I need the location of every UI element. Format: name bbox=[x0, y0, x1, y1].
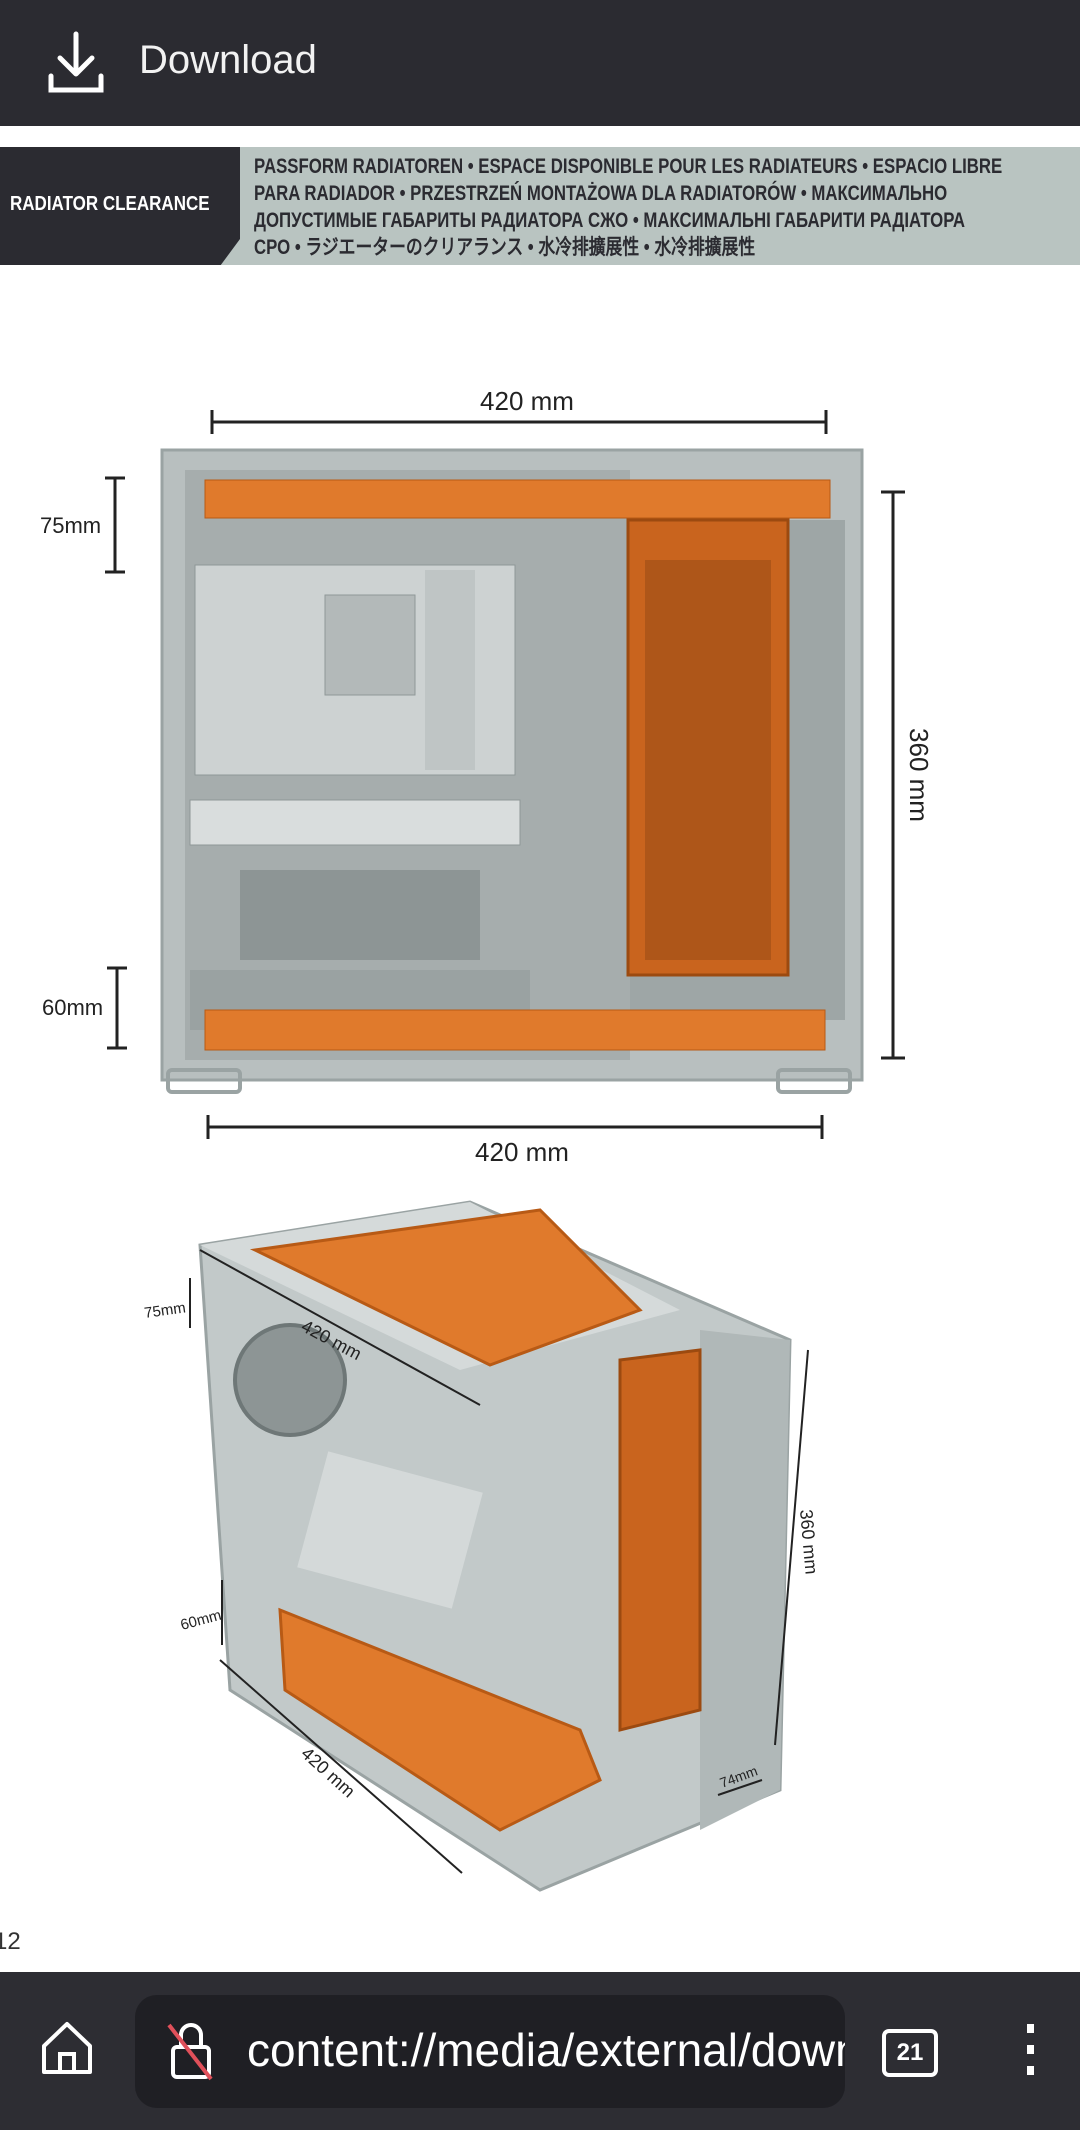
banner-label: RADIATOR CLEARANCE bbox=[10, 193, 210, 215]
home-icon[interactable] bbox=[38, 2020, 96, 2078]
page-title: Download bbox=[139, 38, 317, 82]
height-label: 360 mm bbox=[904, 728, 934, 822]
bottom-radiator bbox=[204, 1009, 826, 1051]
tab-switcher-button[interactable]: 21 bbox=[882, 2029, 938, 2077]
download-icon[interactable] bbox=[46, 30, 106, 96]
insecure-lock-icon bbox=[167, 2023, 213, 2081]
banner-line: PARA RADIADOR • PRZESTRZEŃ MONTAŻOWA DLA… bbox=[254, 182, 948, 205]
banner-label-box: RADIATOR CLEARANCE bbox=[0, 147, 240, 265]
text-labels: 420 mm 420 mm 360 mm 75mm 60mm bbox=[40, 386, 934, 1167]
banner-line: ДОПУСТИМЫЕ ГАБАРИТЫ РАДИАТОРА СЖО • МАКС… bbox=[254, 209, 966, 232]
iso-height-label: 360 mm bbox=[796, 1509, 822, 1576]
bottom-width-label: 420 mm bbox=[475, 1137, 569, 1167]
section-banner: RADIATOR CLEARANCE PASSFORM RADIATOREN •… bbox=[0, 147, 1080, 265]
top-width-label: 420 mm bbox=[480, 386, 574, 416]
banner-translations: PASSFORM RADIATOREN • ESPACE DISPONIBLE … bbox=[254, 153, 1054, 261]
url-bar[interactable]: content://media/external/downloads/ bbox=[135, 1995, 845, 2108]
iso-top-clearance-label: 75mm bbox=[143, 1299, 187, 1322]
banner-line: СРО • ラジエーターのクリアランス • 水冷排擴展性 • 水冷排擴展性 bbox=[254, 236, 756, 259]
banner-line: PASSFORM RADIATOREN • ESPACE DISPONIBLE … bbox=[254, 155, 1003, 178]
front-view-diagram: 420 mm 420 mm 360 mm 75mm 60mm bbox=[40, 386, 934, 1167]
top-app-bar: Download bbox=[0, 0, 1080, 126]
bottom-clearance-label: 60mm bbox=[42, 995, 103, 1020]
url-text: content://media/external/downloads/ bbox=[247, 2024, 845, 2076]
iso-bottom-clearance-label: 60mm bbox=[179, 1607, 224, 1634]
top-clearance-label: 75mm bbox=[40, 513, 101, 538]
more-menu-icon[interactable] bbox=[1018, 2024, 1042, 2078]
top-radiator bbox=[204, 479, 831, 519]
isometric-view-diagram: 75mm 420 mm 60mm 420 mm 360 mm 74mm bbox=[143, 1200, 822, 1892]
page-number: 12 bbox=[0, 1928, 21, 1955]
